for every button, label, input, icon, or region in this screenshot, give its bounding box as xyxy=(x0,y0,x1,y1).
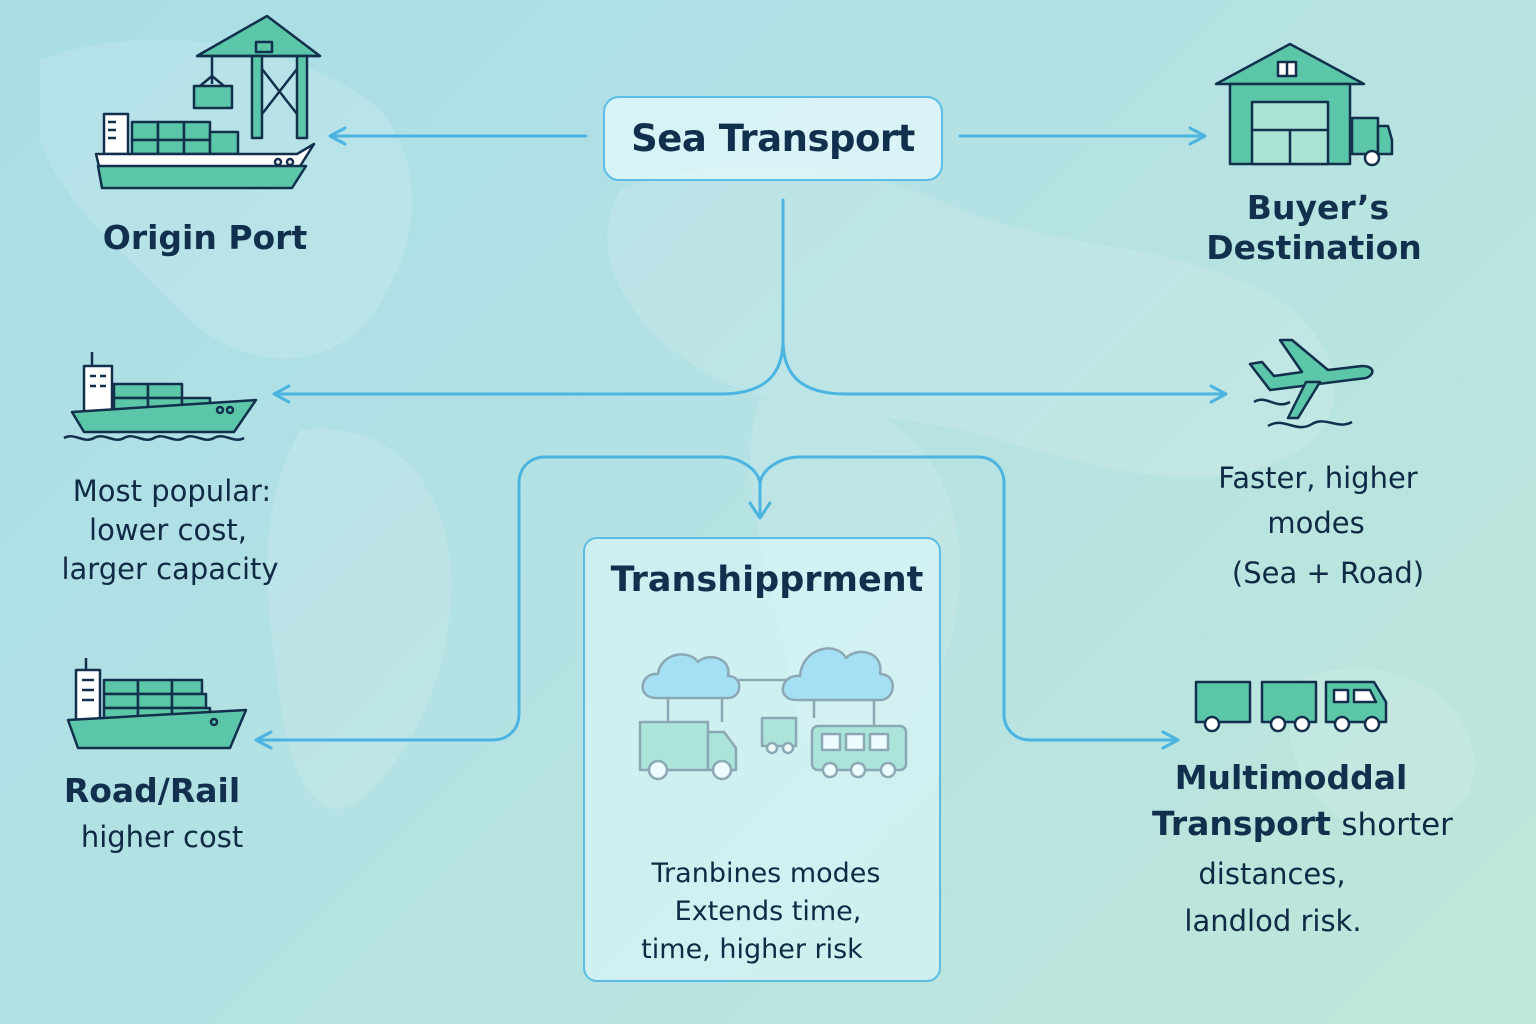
loop-right xyxy=(758,455,1178,742)
sea-mode-line1: Most popular: xyxy=(72,474,272,508)
destination-label-line2: Destination xyxy=(1206,228,1422,267)
destination-label-line1: Buyer’s xyxy=(1246,188,1390,227)
air-mode-line1: Faster, higher xyxy=(1218,461,1418,495)
sea-transport-title: Sea Transport xyxy=(631,117,915,160)
multimodal-title-line2: Transport shorter xyxy=(1152,804,1453,843)
loop-left xyxy=(256,455,762,742)
multimodal-trucks-icon xyxy=(1194,680,1388,733)
warehouse-truck-icon xyxy=(1214,42,1394,167)
multimodal-title-word: Transport xyxy=(1152,804,1331,843)
origin-port-label: Origin Port xyxy=(102,218,308,257)
multimodal-title-line1: Multimoddal xyxy=(1174,758,1408,797)
multimodal-line1: distances, xyxy=(1198,857,1346,891)
cargo-ship-icon xyxy=(63,352,258,441)
transhipment-line3: time, higher risk xyxy=(641,934,863,965)
multimodal-line2: landlod risk. xyxy=(1184,904,1362,938)
multimodal-title-suffix: shorter xyxy=(1341,807,1453,843)
transhipment-line1: Tranbines modes xyxy=(651,858,881,889)
sea-transport-box: Sea Transport xyxy=(603,96,943,181)
road-rail-subtitle: higher cost xyxy=(80,820,244,854)
transhipment-line2: Extends time, xyxy=(674,896,862,927)
container-ship-icon xyxy=(66,658,248,750)
transhipment-title: Transhipprment xyxy=(610,560,924,600)
air-mode-line3: (Sea + Road) xyxy=(1231,556,1425,590)
air-mode-line2: modes xyxy=(1267,506,1365,540)
sea-mode-line2: lower cost, xyxy=(89,513,247,547)
sea-mode-line3: larger capacity xyxy=(61,552,279,586)
port-crane-ship-icon xyxy=(94,14,322,190)
airplane-icon xyxy=(1248,338,1374,429)
transhipment-box xyxy=(583,537,941,982)
trunk-down xyxy=(274,198,785,396)
road-rail-title: Road/Rail xyxy=(63,771,241,810)
